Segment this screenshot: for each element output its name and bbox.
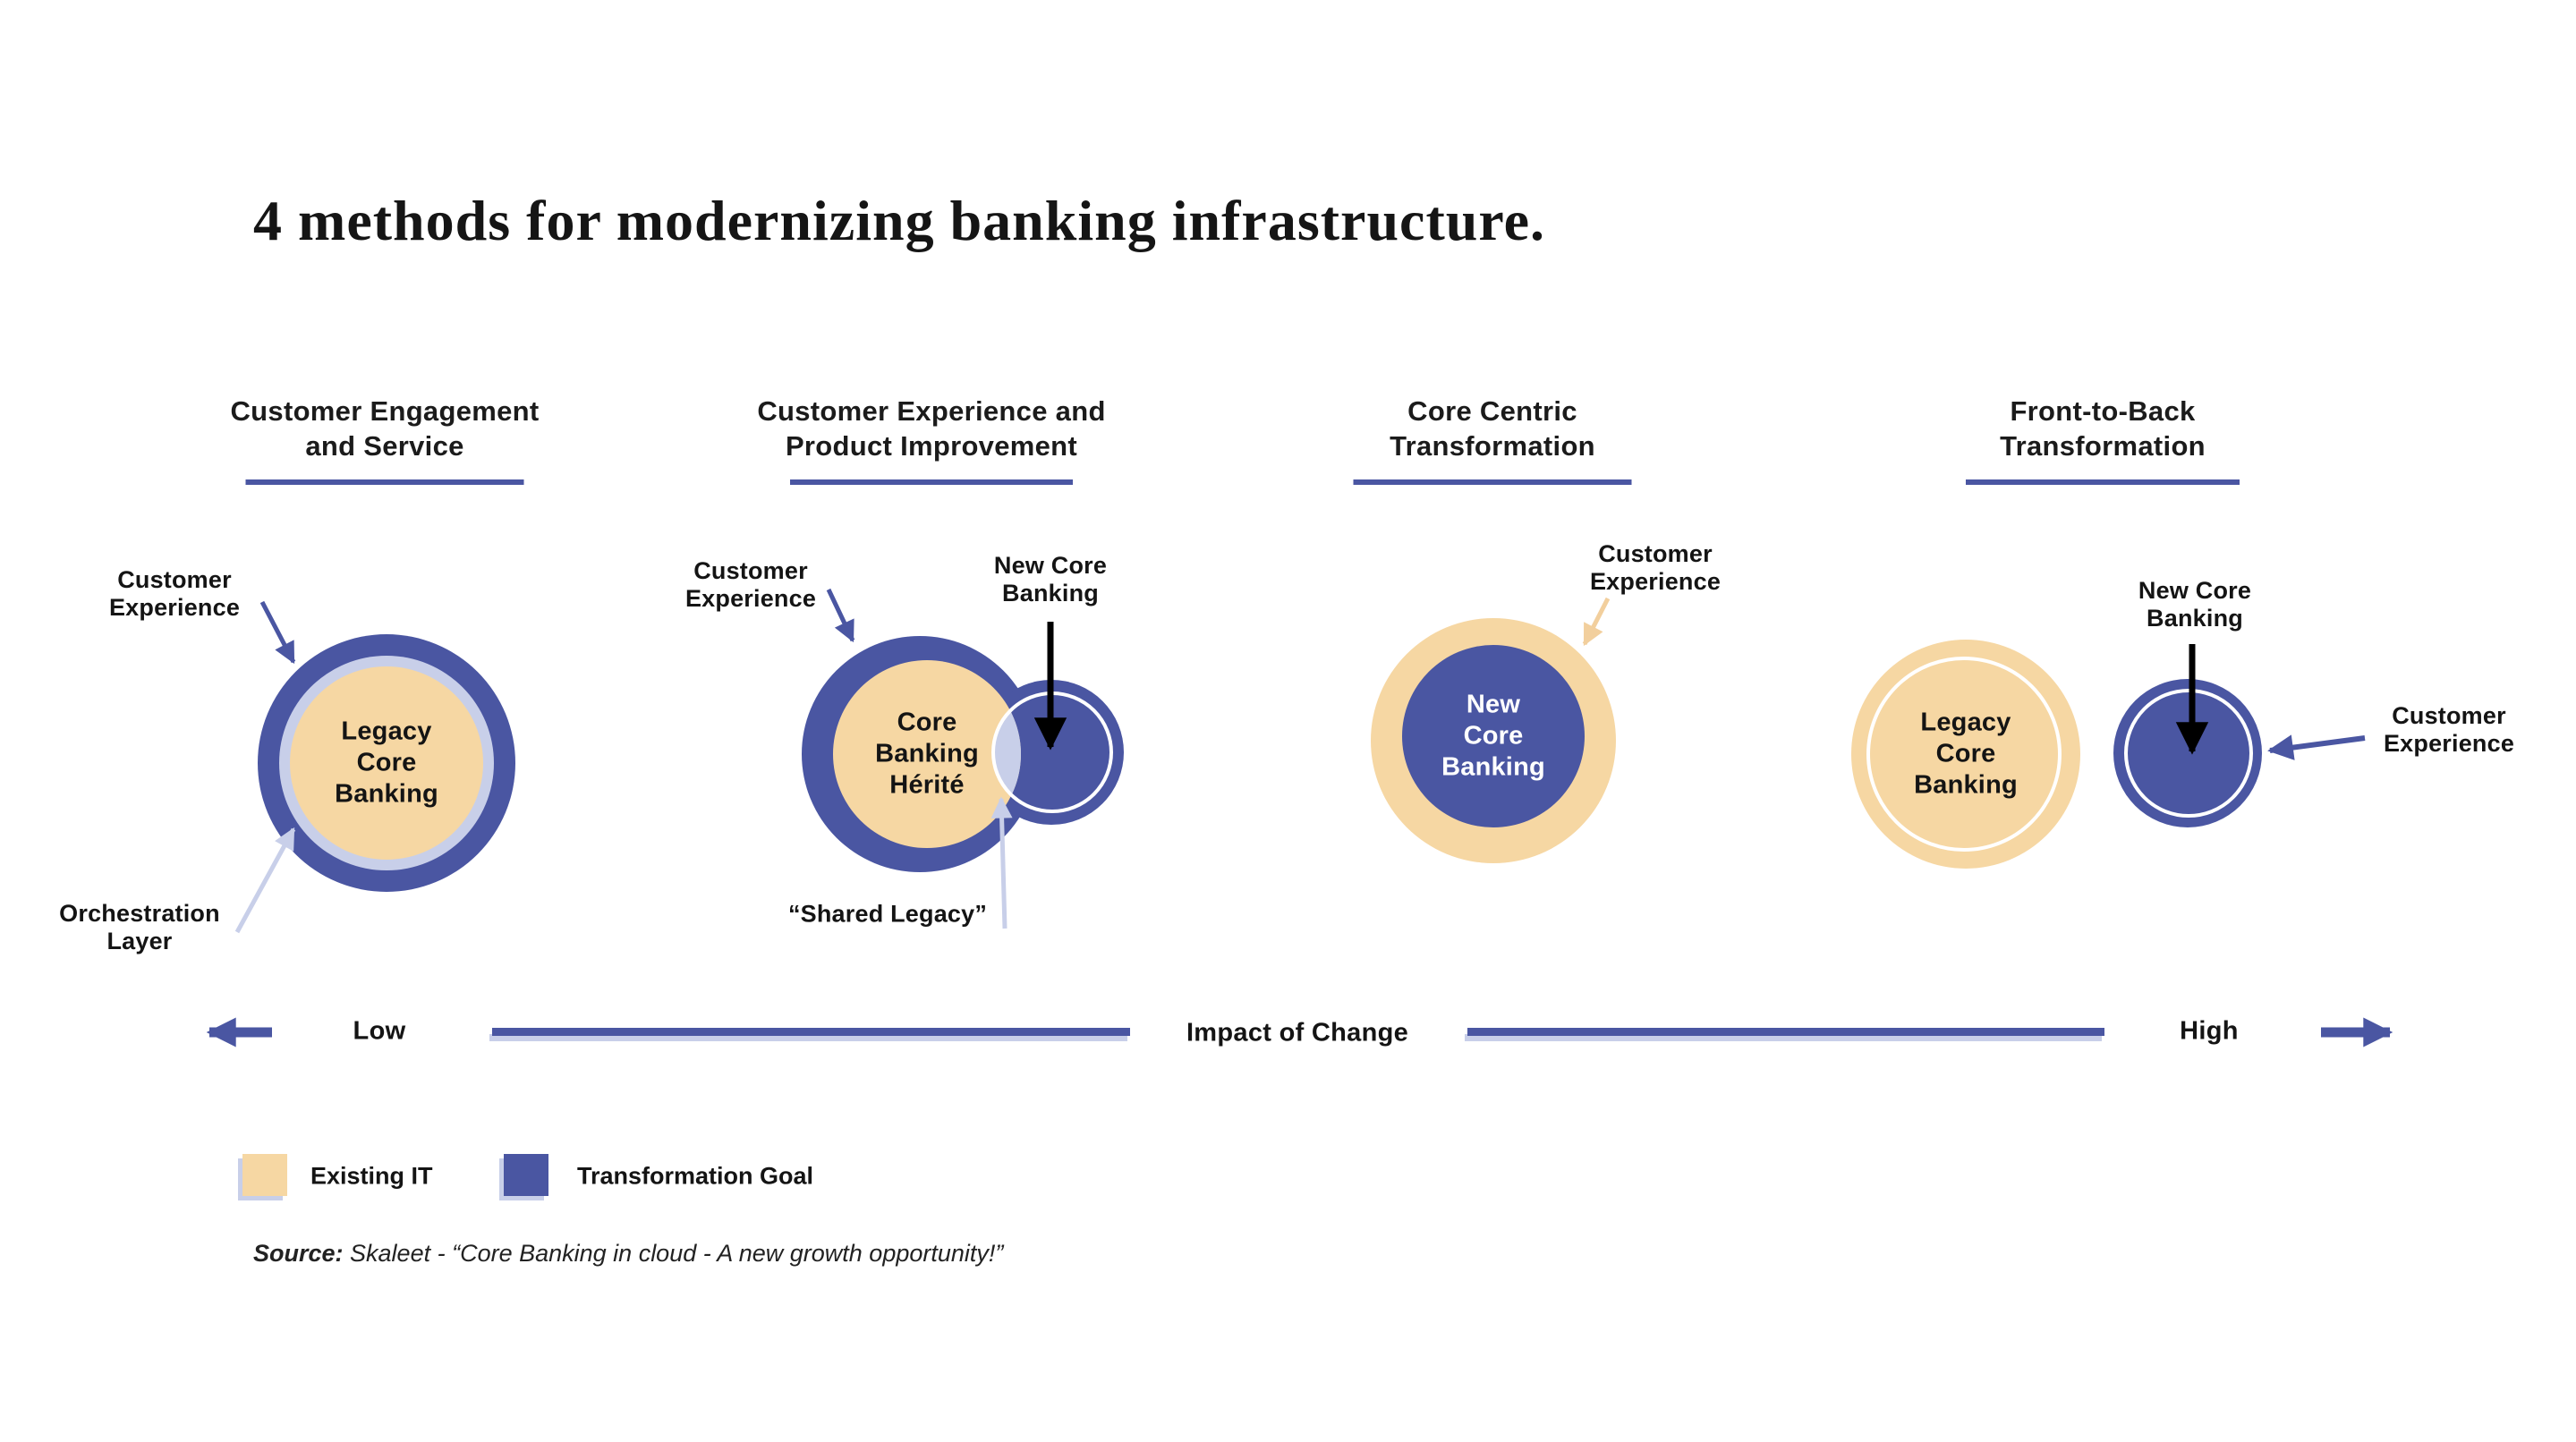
method4-legacy-white-ring xyxy=(1866,657,2062,852)
method1-orchestration-layer-label: Orchestration Layer xyxy=(59,900,220,954)
method1-center-label: Legacy Core Banking xyxy=(335,717,438,809)
method3-customer-experience-label: Customer Experience xyxy=(1589,540,1722,595)
header-underline xyxy=(1966,479,2240,485)
axis-line-left xyxy=(492,1028,1130,1036)
legend-swatch-existing-it xyxy=(242,1154,287,1196)
method1-customer-experience-label: Customer Experience xyxy=(108,566,241,621)
axis-low-label: Low xyxy=(353,1016,406,1046)
method2-shared-legacy-arrow xyxy=(990,796,1013,929)
method2-diagram xyxy=(802,588,1124,929)
axis-line-shadow xyxy=(1465,1034,2102,1041)
method3-diagram xyxy=(1371,597,1616,863)
axis-title: Impact of Change xyxy=(1186,1018,1409,1048)
method4-new-core-banking-label: New Core Banking xyxy=(2138,577,2252,632)
axis-line-right xyxy=(1467,1028,2104,1036)
method2-center-label: Core Banking Hérité xyxy=(875,708,979,800)
method4-diagram xyxy=(1851,640,2366,869)
source-citation: Source: Skaleet - “Core Banking in cloud… xyxy=(253,1240,1003,1268)
column-header-customer-experience: Customer Experience and Product Improvem… xyxy=(757,395,1106,462)
method3-center-label: New Core Banking xyxy=(1441,690,1545,782)
method2-shared-legacy-label: “Shared Legacy” xyxy=(787,900,988,928)
method3-customer-experience-arrow xyxy=(1582,597,1611,647)
method1-orchestration-arrow xyxy=(234,827,296,934)
method2-new-core-banking-label: New Core Banking xyxy=(993,552,1108,606)
column-header-front-to-back: Front-to-Back Transformation xyxy=(2000,395,2206,462)
method4-center-label: Legacy Core Banking xyxy=(1914,708,2018,800)
method2-new-core-circle xyxy=(979,680,1124,825)
axis-high-label: High xyxy=(2180,1016,2239,1046)
legend-label-transformation-goal: Transformation Goal xyxy=(577,1162,814,1190)
header-underline xyxy=(1353,479,1632,485)
method2-customer-experience-label: Customer Experience xyxy=(684,557,817,612)
method2-customer-experience-arrow xyxy=(826,588,855,643)
legend-swatch-transformation-goal xyxy=(504,1154,548,1196)
axis-line-shadow xyxy=(489,1034,1127,1041)
column-header-core-centric: Core Centric Transformation xyxy=(1390,395,1595,462)
legend-label-existing-it: Existing IT xyxy=(310,1162,433,1190)
column-header-customer-engagement: Customer Engagement and Service xyxy=(230,395,540,462)
legend-swatches xyxy=(238,1154,548,1200)
impact-axis xyxy=(206,1017,2393,1048)
method1-legacy-core-circle xyxy=(290,666,483,860)
source-text: Skaleet - “Core Banking in cloud - A new… xyxy=(343,1240,1004,1267)
method1-diagram xyxy=(234,600,515,934)
method3-new-core-circle xyxy=(1402,645,1585,827)
method4-customer-experience-label: Customer Experience xyxy=(2383,702,2515,757)
method2-legacy-core-circle xyxy=(833,660,1021,848)
method4-legacy-core-circle xyxy=(1851,640,2080,869)
method4-customer-experience-arrow xyxy=(2267,734,2366,760)
header-underline xyxy=(790,479,1073,485)
method4-new-core-circle xyxy=(2113,679,2262,827)
header-underline xyxy=(245,479,524,485)
method1-customer-experience-arrow xyxy=(259,600,296,665)
source-prefix: Source: xyxy=(253,1240,344,1267)
method4-new-core-white-ring xyxy=(2124,689,2253,818)
page-title: 4 methods for modernizing banking infras… xyxy=(253,189,1545,252)
